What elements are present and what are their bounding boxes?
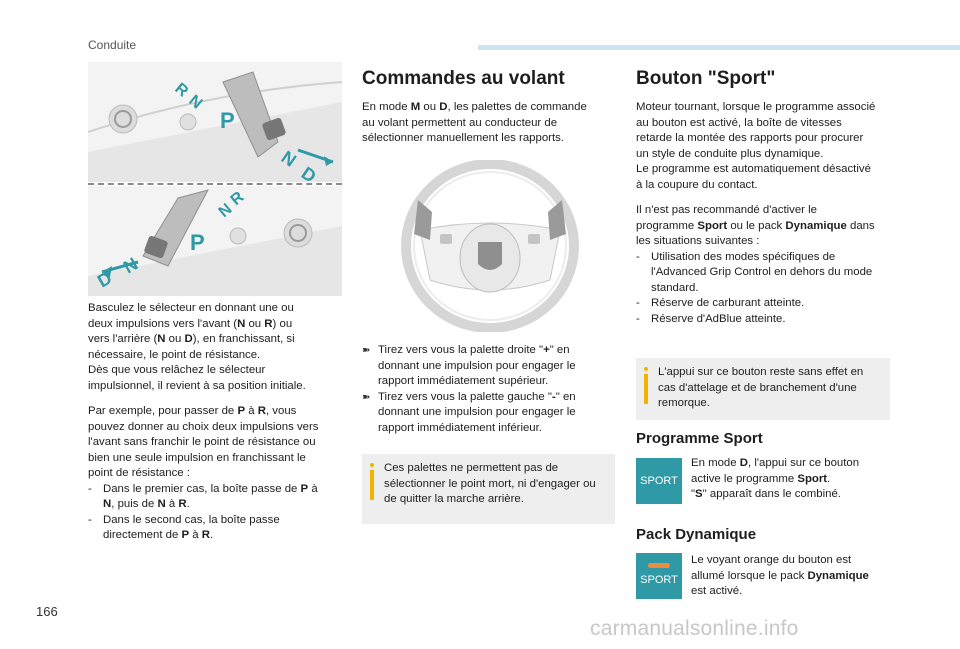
note-paddles: Ces palettes ne permettent pas de sélect… — [362, 454, 615, 524]
note-trailer: L'appui sur ce bouton reste sans effet e… — [636, 358, 890, 420]
section-title-steering: Commandes au volant — [362, 68, 565, 89]
list-item: ➽ Tirez vers vous la palette droite "+" … — [362, 344, 576, 387]
separator-dashed — [88, 183, 342, 185]
paragraph-programme-sport: En mode D, l'appui sur ce bouton active … — [691, 457, 860, 500]
sport-button-led-icon: SPORT — [636, 553, 682, 599]
paragraph-pack-dynamique: Le voyant orange du bouton est allumé lo… — [691, 554, 869, 597]
header-bar — [478, 45, 960, 50]
paragraph-sport-intro: Moteur tournant, lorsque le programme as… — [636, 101, 876, 191]
sport-button-icon: SPORT — [636, 458, 682, 504]
letter-p-bottom: P — [190, 230, 205, 255]
subtitle-programme-sport: Programme Sport — [636, 430, 763, 447]
list-item: - Dans le second cas, la boîte passe dir… — [88, 513, 280, 542]
info-icon — [644, 367, 648, 407]
list-item: - Réserve de carburant atteinte. — [636, 297, 805, 309]
gear-selector-illustration-top: P R N N D — [87, 62, 343, 187]
paragraph-sport-warning: Il n'est pas recommandé d'activer le pro… — [636, 203, 898, 327]
letter-p-top: P — [220, 108, 235, 133]
paragraph-selector: Basculez le sélecteur en donnant une ou … — [88, 302, 306, 392]
section-label: Conduite — [88, 38, 137, 52]
list-item: - Dans le premier cas, la boîte passe de… — [88, 482, 318, 511]
list-item: - Utilisation des modes spécifiques de l… — [636, 250, 873, 294]
orange-led-icon — [648, 562, 670, 568]
paragraph-steering-intro: En mode M ou D, les palettes de commande… — [362, 101, 587, 144]
section-title-sport: Bouton "Sport" — [636, 68, 776, 89]
gear-selector-illustration-bottom: P R N N D — [88, 186, 342, 296]
subtitle-pack-dynamique: Pack Dynamique — [636, 526, 757, 543]
info-icon — [370, 463, 374, 503]
steering-wheel-illustration — [400, 159, 580, 333]
list-item: - Réserve d'AdBlue atteinte. — [636, 312, 786, 325]
list-item: ➽ Tirez vers vous la palette gauche "-" … — [362, 390, 576, 434]
arrow-bullet-icon: ➽ — [362, 391, 371, 403]
watermark: carmanualsonline.info — [590, 617, 799, 640]
left-column-text: Basculez le sélecteur en donnant une ou … — [88, 301, 350, 544]
steering-bullets: ➽ Tirez vers vous la palette droite "+" … — [362, 343, 612, 436]
paragraph-example: Par exemple, pour passer de P à R, vous … — [88, 405, 319, 479]
page-number: 166 — [36, 604, 58, 619]
arrow-bullet-icon: ➽ — [362, 345, 371, 356]
